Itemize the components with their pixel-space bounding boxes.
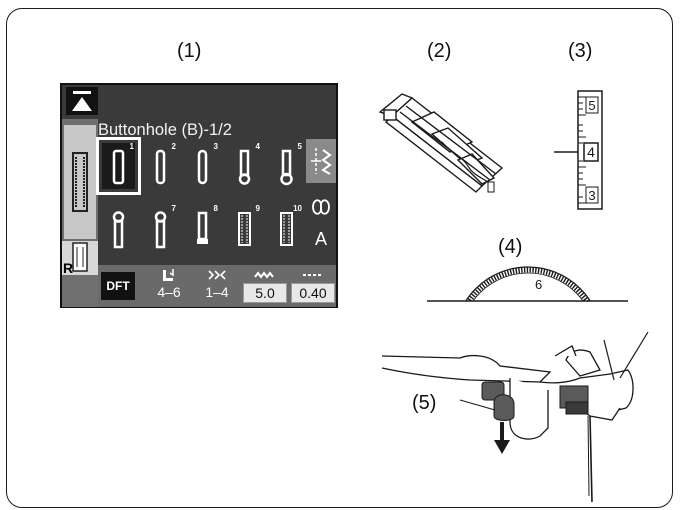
keyhole-buttonhole-icon	[102, 205, 135, 251]
stitch-cell[interactable]: 9	[228, 205, 261, 251]
stitch-number: 4	[256, 142, 260, 151]
lcd-screen: R Buttonhole (B)-1/2 1 2 3 4 5 7	[60, 83, 338, 308]
feed-dog-icon	[194, 267, 240, 283]
stitch-number: 1	[130, 142, 134, 151]
buttonhole-preview	[64, 125, 96, 239]
stitch-length[interactable]: 0.40	[290, 267, 336, 305]
feed-dog-height[interactable]: 1–4	[194, 267, 240, 305]
stitch-grid: 1 2 3 4 5 7 8 9	[100, 141, 304, 261]
figure-label-2: (2)	[427, 40, 451, 63]
tab-alphabet[interactable]: A	[306, 217, 336, 261]
scale-number: 5	[588, 98, 595, 113]
stitch-cell[interactable]	[102, 205, 135, 251]
buttonhole-lever-illustration	[380, 330, 660, 508]
lcd-top-bar	[62, 85, 336, 119]
triangle-up-icon	[66, 87, 98, 115]
stitch-width[interactable]: 5.0	[242, 267, 288, 305]
stitch-cell[interactable]: 8	[186, 205, 219, 251]
feed-dog-value: 1–4	[194, 283, 240, 301]
stitch-number: 9	[256, 204, 260, 213]
figure-label-1: (1)	[177, 40, 201, 63]
stitch-cell[interactable]: 10	[270, 205, 303, 251]
tab-utility-stitches[interactable]	[306, 139, 336, 183]
stitch-width-icon	[242, 267, 288, 283]
mode-tabs: A	[306, 119, 336, 258]
stitch-cell[interactable]: 2	[144, 143, 177, 189]
stitch-number: 5	[298, 142, 302, 151]
buttonhole-preview-icon	[64, 125, 96, 239]
page-up-button[interactable]	[66, 87, 98, 115]
default-button[interactable]: DFT	[101, 272, 135, 300]
stitch-cell[interactable]: 1	[102, 143, 135, 189]
arrow-down-icon	[494, 440, 510, 454]
stitch-cell[interactable]: 4	[228, 143, 261, 189]
dial-number: 6	[535, 277, 542, 292]
scale-number: 3	[588, 188, 595, 203]
tension-dial-illustration: 6	[425, 255, 630, 305]
stitch-cell[interactable]: 7	[144, 205, 177, 251]
pattern-title: Buttonhole (B)-1/2	[98, 121, 232, 140]
figure-label-3: (3)	[568, 40, 592, 63]
foot-letter: R	[63, 260, 73, 276]
stitch-number: 10	[293, 204, 302, 213]
stitch-number: 8	[214, 204, 218, 213]
stitch-cell[interactable]: 5	[270, 143, 303, 189]
stitch-number: 3	[214, 142, 218, 151]
presser-foot-pressure-icon	[146, 267, 192, 283]
stitch-length-icon	[290, 267, 336, 283]
scale-number: 4	[587, 144, 595, 160]
stitch-scale-illustration: 5 4 3	[552, 85, 612, 215]
buttonhole-foot-illustration	[372, 82, 512, 200]
stitch-number: 2	[172, 142, 176, 151]
utility-stitch-icon	[308, 144, 334, 178]
length-value: 0.40	[291, 283, 335, 303]
presser-foot-pressure[interactable]: 4–6	[146, 267, 192, 305]
settings-bar: DFT 4–6 1–4 5.0 0.40	[98, 265, 336, 307]
width-value: 5.0	[243, 283, 287, 303]
stitch-cell[interactable]: 3	[186, 143, 219, 189]
pressure-value: 4–6	[146, 283, 192, 301]
stitch-number: 7	[172, 204, 176, 213]
